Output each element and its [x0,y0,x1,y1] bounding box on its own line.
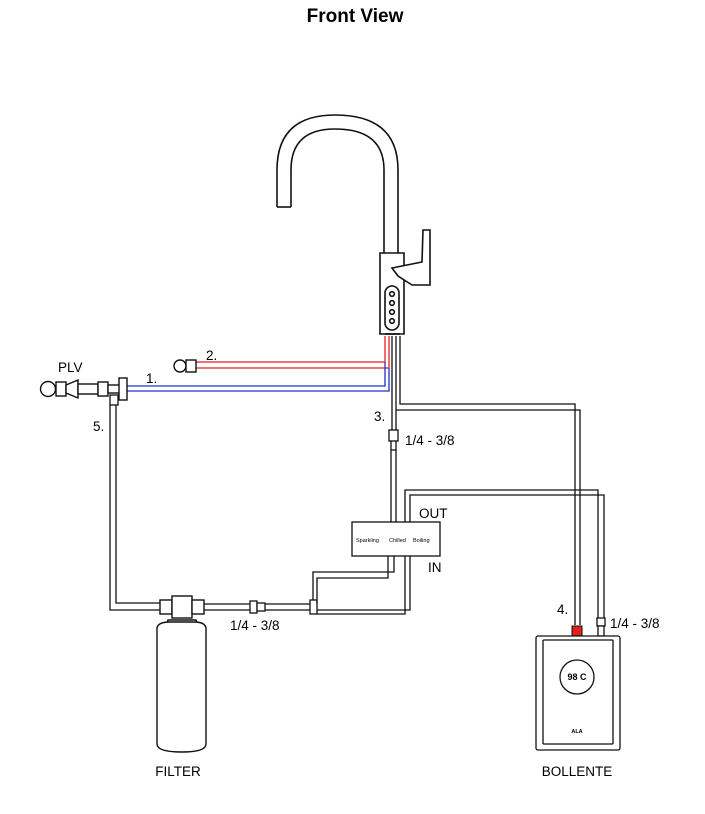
label-bollente: BOLLENTE [542,764,613,779]
button-boiling: Boiling [413,538,430,544]
connector-3 [388,429,399,442]
hot-valve [173,359,197,373]
cold-line [122,362,390,392]
label-step-5: 5. [93,419,104,434]
hot-line [196,336,390,369]
label-fitting-tap: 1/4 - 3/8 [405,433,455,448]
tee-5 [109,394,119,406]
bollente-display: 98 C [567,672,587,682]
plv-valve [39,377,128,401]
faucet-spout [276,114,399,253]
label-fitting-bollente: 1/4 - 3/8 [610,616,660,631]
label-step-4: 4. [557,602,568,617]
button-panel [384,285,400,331]
feed-line [109,405,160,611]
label-in: IN [428,560,442,575]
control-box: Sparkling Chilled Boiling [351,521,441,557]
filter-unit [156,595,207,753]
button-chilled: Chilled [389,538,406,544]
label-step-2: 2. [206,348,217,363]
bollente-logo: ALA [571,729,582,735]
faucet-lever [390,229,431,286]
faucet [276,114,431,335]
label-filter: FILTER [155,764,201,779]
faucet-body [379,252,405,335]
diagram-title: Front View [307,6,404,27]
label-step-1: 1. [146,371,157,386]
label-out: OUT [419,506,448,521]
label-plv: PLV [58,360,83,375]
label-step-3: 3. [374,409,385,424]
bollente-unit: 98 C ALA [535,617,621,751]
button-sparkling: Sparkling [356,538,379,544]
label-fitting-filter: 1/4 - 3/8 [230,618,280,633]
